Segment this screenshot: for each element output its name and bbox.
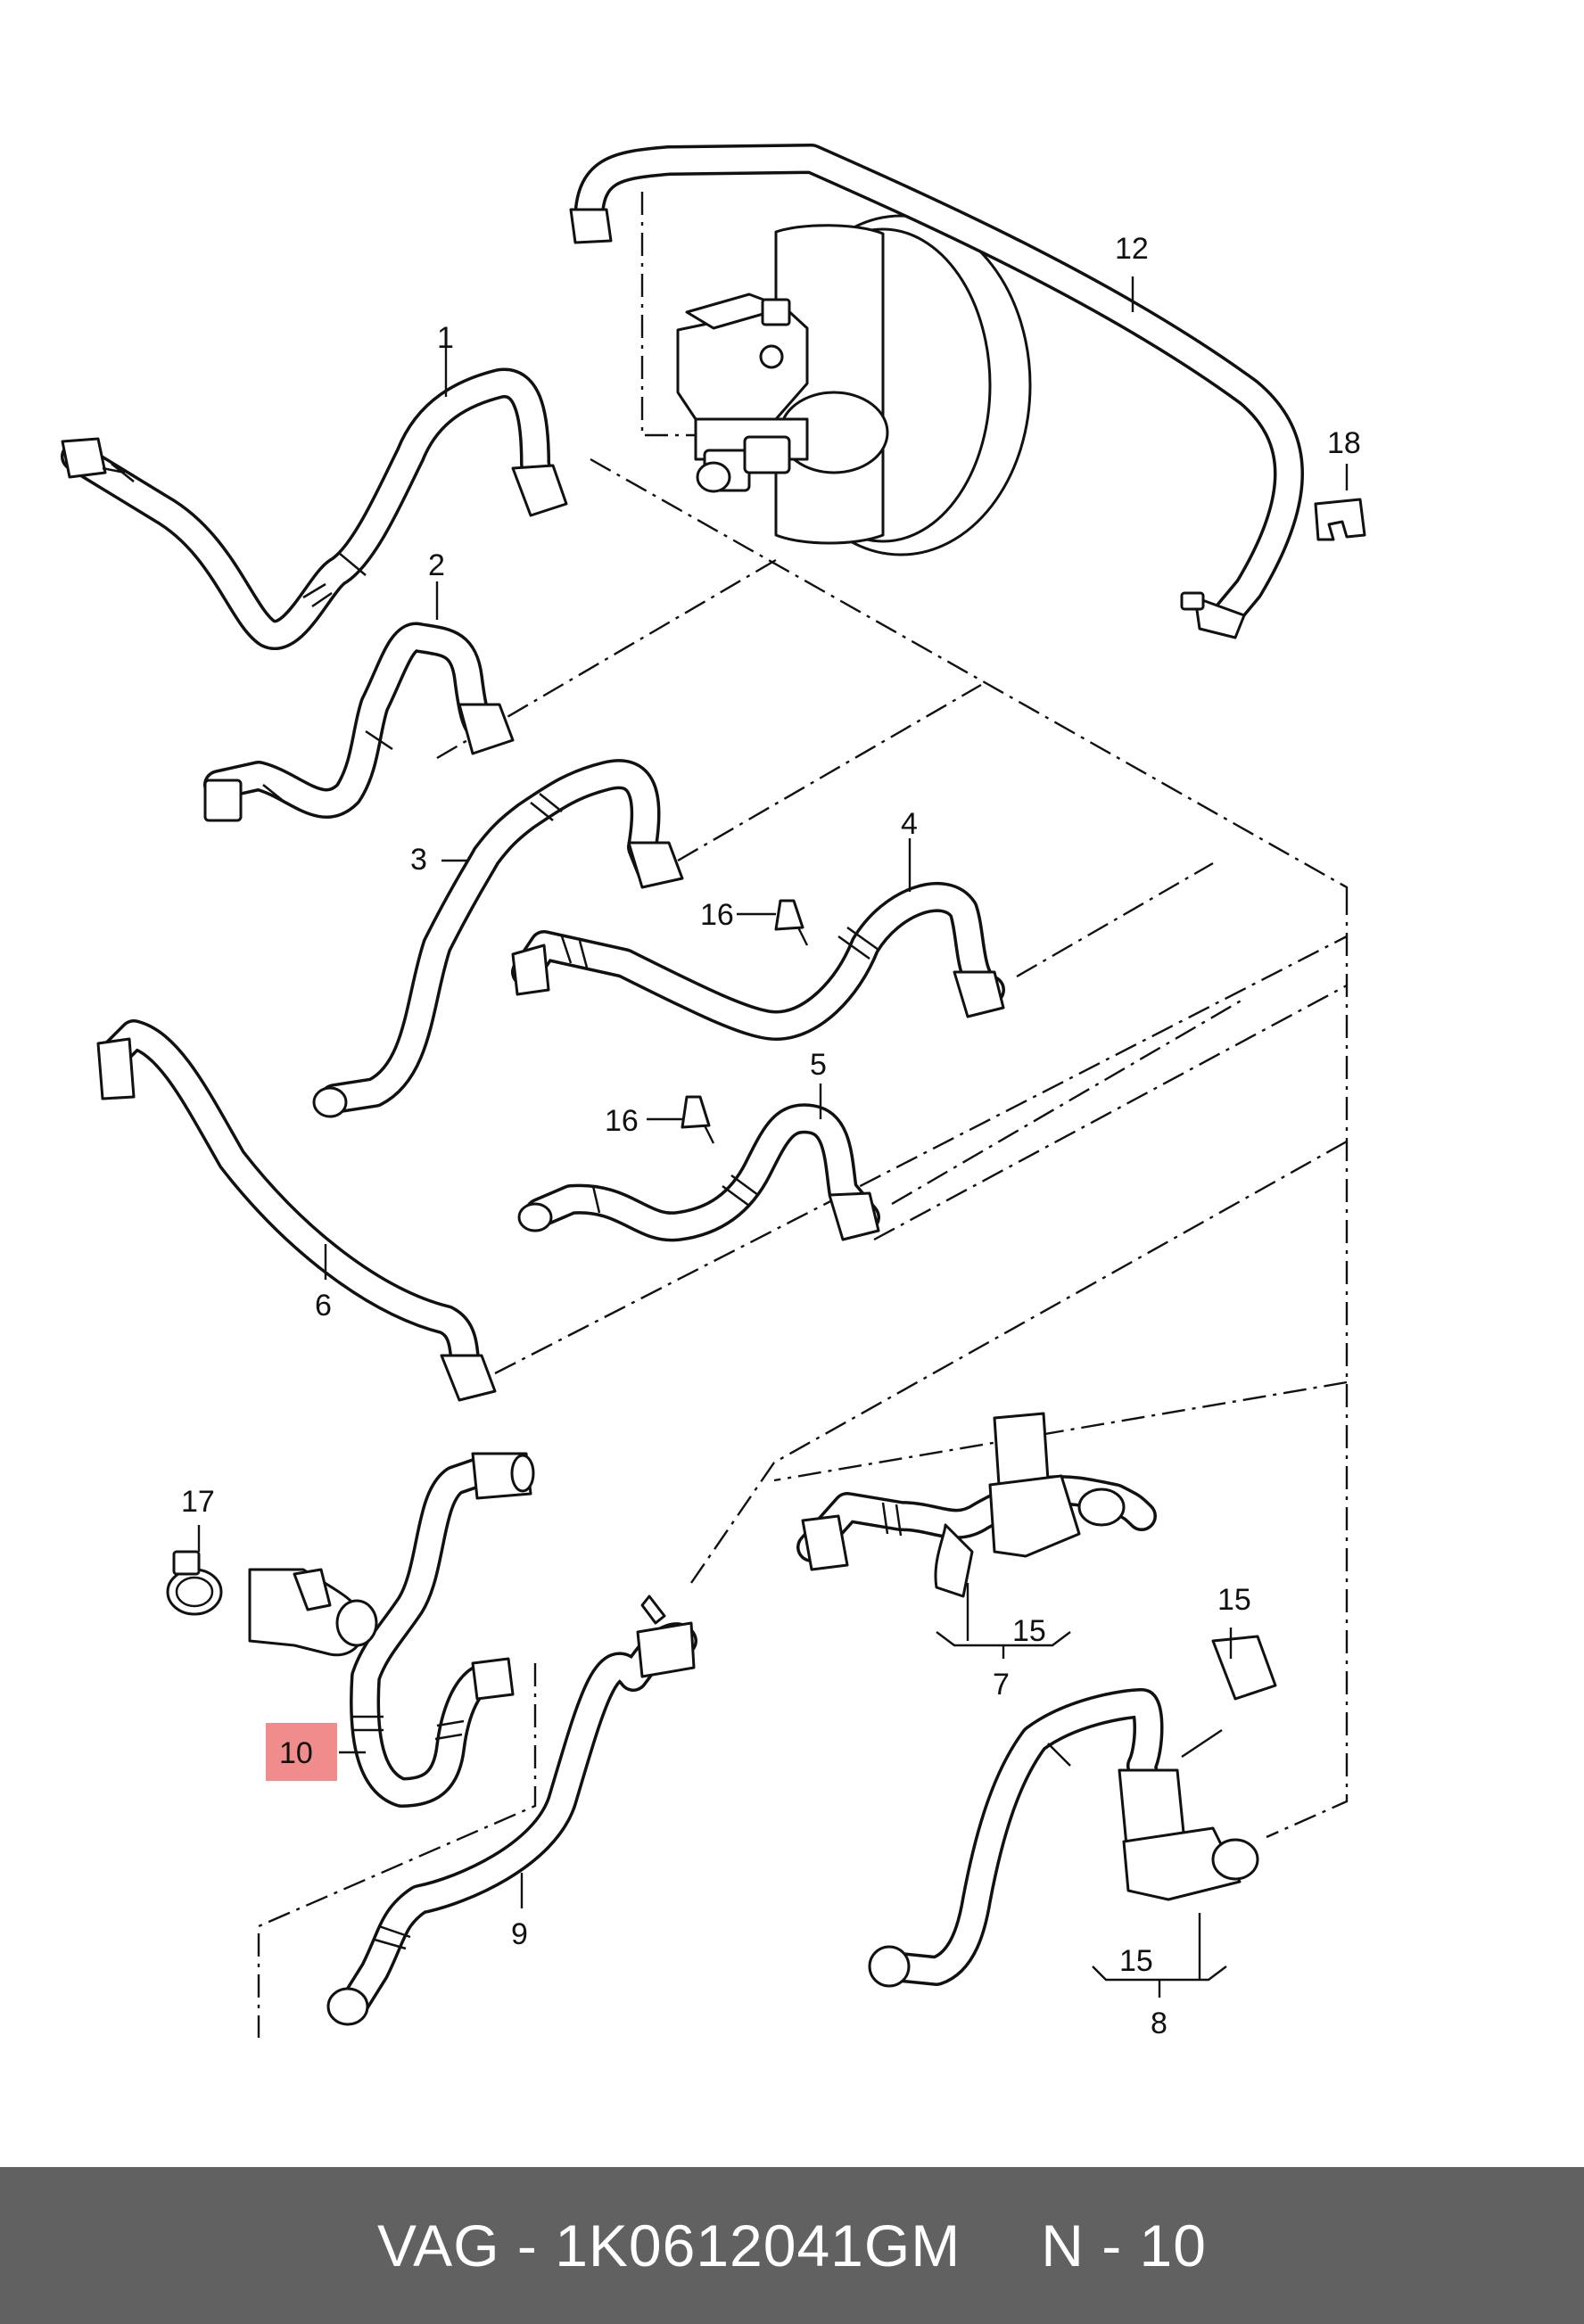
- bleed-valve-16-upper: [774, 899, 809, 946]
- label-part-2: 2: [428, 548, 445, 582]
- hose-9: [326, 1595, 697, 2026]
- label-part-12: 12: [1115, 232, 1149, 266]
- brand-label: VAG: [377, 2213, 500, 2279]
- position-separator: -: [1084, 2213, 1140, 2279]
- hose-4: [511, 881, 1005, 1041]
- label-part-16-b: 16: [605, 1104, 639, 1138]
- label-part-10: 10: [279, 1736, 313, 1770]
- leader-lines: [197, 276, 1349, 1998]
- position-label: N: [1041, 2213, 1085, 2279]
- label-part-4: 4: [901, 807, 918, 841]
- label-part-15-a: 15: [1012, 1614, 1046, 1648]
- hose-3: [312, 759, 684, 1118]
- label-part-3: 3: [410, 843, 427, 877]
- part-info-text: VAG - 1K0612041GM N - 10: [377, 2212, 1207, 2279]
- part-info-footer: VAG - 1K0612041GM N - 10: [0, 2167, 1584, 2324]
- hose-2: [203, 622, 515, 822]
- clip-18: [1314, 498, 1366, 541]
- hose-12: [569, 144, 1304, 639]
- part-labels: 1 2 3 4 5 6 7 8 9 10 12 15 15 15 16 16 1…: [181, 232, 1361, 2040]
- position-number: 10: [1139, 2213, 1207, 2279]
- bleed-valve-16-lower: [681, 1095, 715, 1144]
- hose-6: [96, 1019, 497, 1402]
- hose-1: [61, 367, 568, 650]
- parts-diagram: 1 2 3 4 5 6 7 8 9 10 12 15 15 15 16 16 1…: [61, 144, 1366, 2040]
- label-part-18: 18: [1327, 426, 1361, 460]
- brand-separator: -: [499, 2213, 556, 2279]
- label-part-1: 1: [437, 321, 454, 355]
- label-part-5: 5: [810, 1048, 827, 1082]
- label-part-6: 6: [315, 1289, 332, 1323]
- brake-booster: [676, 214, 1032, 556]
- label-part-15-b: 15: [1217, 1583, 1251, 1617]
- label-part-16-a: 16: [700, 898, 734, 932]
- label-part-7: 7: [993, 1668, 1010, 1702]
- hose-10: [248, 1452, 535, 1808]
- clamp-17: [166, 1550, 223, 1616]
- label-part-15-c: 15: [1119, 1944, 1153, 1978]
- label-part-9: 9: [511, 1917, 528, 1951]
- label-part-17: 17: [181, 1485, 215, 1519]
- hose-5: [517, 1103, 880, 1242]
- assembly-lines: [257, 192, 1349, 2038]
- highlight-box: [266, 1723, 337, 1781]
- part-number: 1K0612041GM: [555, 2213, 961, 2279]
- hose-7: [796, 1412, 1157, 1598]
- label-part-8: 8: [1151, 2007, 1167, 2040]
- hose-8: [868, 1635, 1277, 1988]
